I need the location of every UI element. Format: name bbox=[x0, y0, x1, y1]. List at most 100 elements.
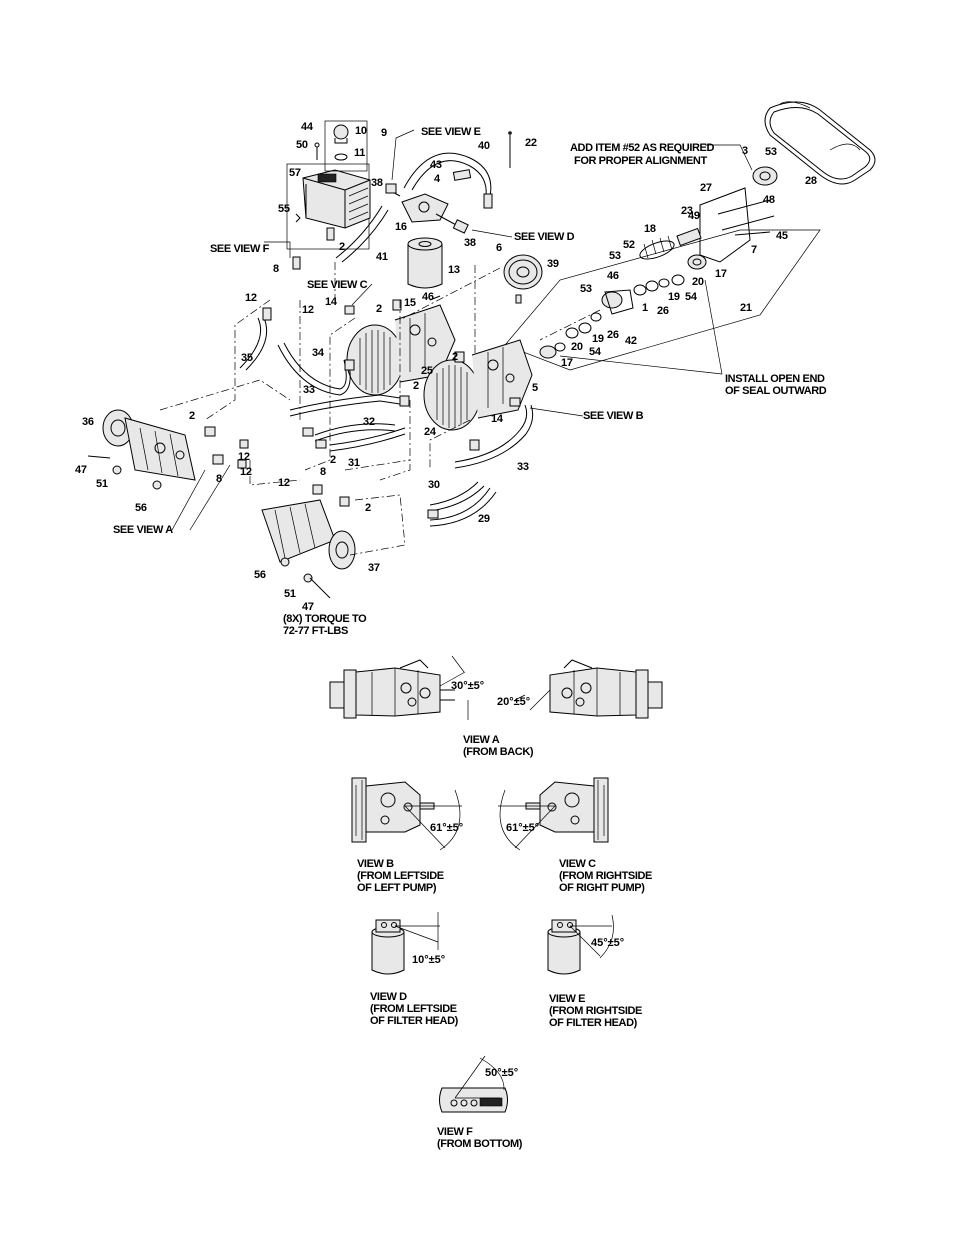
part-label: 8 bbox=[216, 473, 222, 485]
view-c-figure bbox=[498, 777, 609, 851]
part-label: 17 bbox=[561, 357, 573, 369]
reservoir-tank bbox=[286, 120, 371, 250]
view-e-title: VIEW E bbox=[549, 993, 586, 1005]
part-label: 3 bbox=[742, 145, 748, 157]
part-label: 19 bbox=[592, 333, 604, 345]
view-a-angle-2: 20°±5° bbox=[497, 696, 531, 708]
view-b-subtitle-1: (FROM LEFTSIDE bbox=[357, 870, 444, 882]
view-f-angle: 50°±5° bbox=[485, 1067, 519, 1079]
part-label: 52 bbox=[623, 239, 635, 251]
alignment-note-line1: ADD ITEM #52 AS REQUIRED bbox=[570, 142, 715, 154]
seal-note-line2: OF SEAL OUTWARD bbox=[725, 385, 827, 397]
view-a-subtitle: (FROM BACK) bbox=[463, 746, 534, 758]
part-label: 31 bbox=[348, 457, 360, 469]
part-label: 12 bbox=[238, 451, 250, 463]
hoses-lower bbox=[204, 227, 534, 527]
leader-lines bbox=[171, 129, 753, 531]
part-label: 12 bbox=[245, 292, 257, 304]
part-label: 55 bbox=[278, 203, 290, 215]
view-b-figure bbox=[351, 777, 462, 851]
part-label: 23 bbox=[681, 205, 693, 217]
pulley-39 bbox=[503, 254, 543, 304]
part-label: 41 bbox=[376, 251, 388, 263]
see-view-e-callout: SEE VIEW E bbox=[421, 126, 481, 138]
part-label: 56 bbox=[254, 569, 266, 581]
filter-assembly bbox=[385, 183, 469, 289]
part-label: 21 bbox=[740, 302, 752, 314]
part-label: 24 bbox=[424, 426, 436, 438]
pump-lower bbox=[423, 339, 533, 431]
view-a-figure bbox=[329, 655, 663, 720]
part-label: 15 bbox=[404, 297, 416, 309]
part-label: 26 bbox=[607, 329, 619, 341]
part-label: 36 bbox=[82, 416, 94, 428]
view-d-figure bbox=[371, 912, 440, 975]
torque-note-line2: 72-77 FT-LBS bbox=[283, 625, 348, 637]
part-label: 22 bbox=[525, 137, 537, 149]
part-label: 14 bbox=[491, 413, 503, 425]
part-label: 26 bbox=[657, 305, 669, 317]
part-label: 14 bbox=[325, 296, 337, 308]
view-a-angle-1: 30°±5° bbox=[451, 680, 485, 692]
see-view-f-callout: SEE VIEW F bbox=[210, 243, 269, 255]
part-label: 5 bbox=[532, 382, 538, 394]
view-e-angle: 45°±5° bbox=[591, 937, 625, 949]
part-label: 53 bbox=[580, 283, 592, 295]
part-label: 51 bbox=[96, 478, 108, 490]
part-label: 13 bbox=[448, 264, 460, 276]
part-label: 56 bbox=[135, 502, 147, 514]
part-label: 46 bbox=[422, 291, 434, 303]
wheel-motor-left bbox=[87, 409, 196, 490]
view-c-subtitle-2: OF RIGHT PUMP) bbox=[559, 882, 645, 894]
part-label: 19 bbox=[668, 291, 680, 303]
see-view-d-callout: SEE VIEW D bbox=[514, 231, 575, 243]
view-d-title: VIEW D bbox=[370, 991, 407, 1003]
part-label: 6 bbox=[496, 242, 502, 254]
see-view-c-callout: SEE VIEW C bbox=[307, 279, 368, 291]
part-label: 12 bbox=[278, 477, 290, 489]
alignment-note-line2: FOR PROPER ALIGNMENT bbox=[574, 155, 707, 167]
part-label: 38 bbox=[371, 177, 383, 189]
part-label: 2 bbox=[365, 502, 371, 514]
part-label: 54 bbox=[589, 346, 601, 358]
part-label: 29 bbox=[478, 513, 490, 525]
view-d-subtitle-1: (FROM LEFTSIDE bbox=[370, 1003, 457, 1015]
part-label: 7 bbox=[751, 244, 757, 256]
view-f-subtitle: (FROM BOTTOM) bbox=[437, 1138, 523, 1150]
view-c-subtitle-1: (FROM RIGHTSIDE bbox=[559, 870, 652, 882]
part-label: 53 bbox=[609, 250, 621, 262]
view-b-subtitle-2: OF LEFT PUMP) bbox=[357, 882, 437, 894]
part-label: 28 bbox=[805, 175, 817, 187]
view-a-title: VIEW A bbox=[463, 734, 500, 746]
part-label: 43 bbox=[430, 159, 442, 171]
part-label: 57 bbox=[289, 167, 301, 179]
part-label: 25 bbox=[421, 365, 433, 377]
view-b-title: VIEW B bbox=[357, 858, 394, 870]
part-label: 2 bbox=[330, 454, 336, 466]
part-label: 54 bbox=[685, 291, 697, 303]
part-label: 2 bbox=[413, 380, 419, 392]
part-label: 8 bbox=[320, 466, 326, 478]
view-c-angle: 61°±5° bbox=[506, 822, 540, 834]
view-f-figure bbox=[439, 1055, 508, 1113]
view-d-angle: 10°±5° bbox=[412, 954, 446, 966]
part-label: 18 bbox=[644, 223, 656, 235]
part-label: 20 bbox=[571, 341, 583, 353]
part-label: 38 bbox=[464, 237, 476, 249]
part-label: 37 bbox=[368, 562, 380, 574]
part-label: 44 bbox=[301, 121, 313, 133]
part-label: 12 bbox=[240, 466, 252, 478]
hub-parts bbox=[539, 274, 685, 359]
part-label: 49 bbox=[688, 210, 700, 222]
view-e-subtitle-2: OF FILTER HEAD) bbox=[549, 1017, 637, 1029]
view-e-figure bbox=[547, 914, 614, 975]
part-label: 39 bbox=[547, 258, 559, 270]
center-lines bbox=[159, 262, 601, 556]
see-view-b-callout: SEE VIEW B bbox=[583, 410, 644, 422]
seal-note-line1: INSTALL OPEN END bbox=[725, 373, 825, 385]
part-label: 17 bbox=[715, 268, 727, 280]
torque-note-line1: (8X) TORQUE TO bbox=[283, 613, 367, 625]
part-label: 4 bbox=[434, 173, 440, 185]
part-label: 46 bbox=[607, 270, 619, 282]
